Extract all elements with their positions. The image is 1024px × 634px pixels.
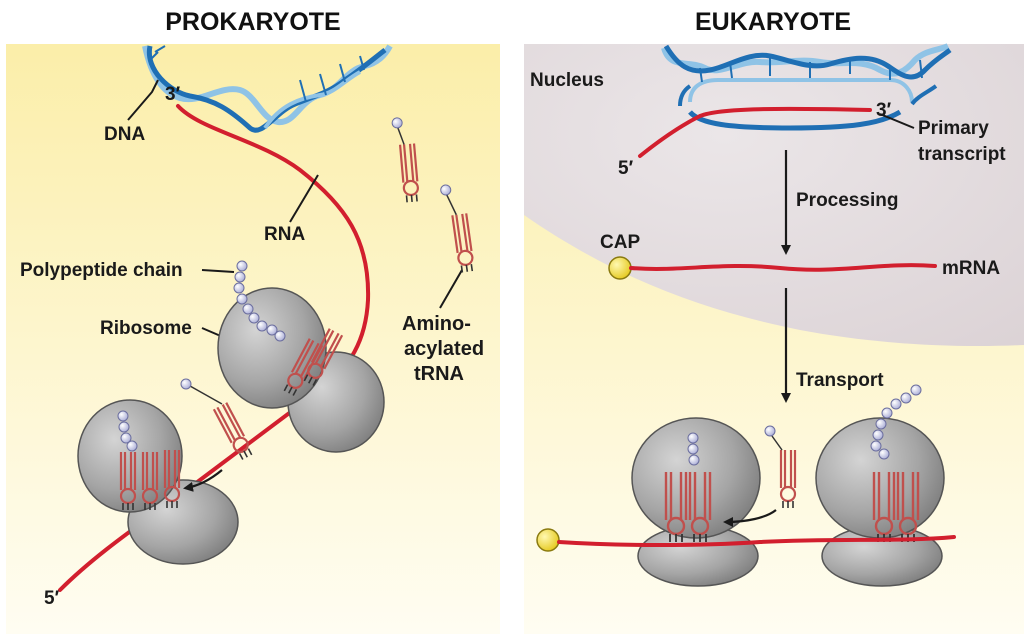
incoming-trna <box>764 425 797 510</box>
ribosome <box>631 417 761 587</box>
cap-circle <box>536 528 560 552</box>
processing-label: Processing <box>796 190 898 211</box>
prokaryote-rna-label: RNA <box>264 224 305 245</box>
amino-label-line3: tRNA <box>414 363 464 385</box>
trna-entry-arrow <box>723 509 777 527</box>
amino-label-line1: Amino- <box>402 313 471 335</box>
transport-label: Transport <box>796 370 884 391</box>
prokaryote-five-prime: 5′ <box>44 588 60 609</box>
primary-transcript-label-2: transcript <box>918 144 1006 165</box>
prokaryote-panel: PROKARYOTE DNA 3′ RNA Polypeptide chain … <box>6 8 500 634</box>
free-trna <box>391 117 421 204</box>
primary-transcript-leader <box>879 113 915 129</box>
primary-transcript-label-1: Primary <box>918 118 989 139</box>
eukaryote-panel: EUKARYOTE Nucleus 3′ Primary transcript … <box>524 8 1024 634</box>
trna-entry-arrow <box>183 469 223 492</box>
ribosome-label: Ribosome <box>100 318 192 339</box>
primary-transcript-strand <box>638 106 872 158</box>
eukaryote-five-prime: 5′ <box>618 158 634 179</box>
eukaryote-dna-helix <box>661 43 952 131</box>
polypeptide-chain <box>233 260 286 342</box>
eukaryote-title: EUKARYOTE <box>695 8 851 36</box>
prokaryote-rna-leader <box>289 174 319 223</box>
polypeptide-leader <box>201 269 235 273</box>
eukaryote-three-prime: 3′ <box>876 100 892 121</box>
prokaryote-dna-label: DNA <box>104 124 145 145</box>
cap-circle <box>608 256 632 280</box>
cap-label: CAP <box>600 232 640 253</box>
mrna-strand <box>629 263 937 272</box>
cytoplasmic-mrna-strand <box>557 535 956 547</box>
prokaryote-dna-leader <box>127 79 159 121</box>
prokaryote-dna-helix <box>142 44 393 133</box>
prokaryote-title: PROKARYOTE <box>165 8 340 36</box>
ribosome <box>217 260 385 453</box>
amino-label-line2: acylated <box>404 338 484 360</box>
polypeptide-chain <box>117 410 138 452</box>
ribosome <box>77 378 255 565</box>
mrna-label: mRNA <box>942 258 1000 279</box>
free-trna <box>440 184 476 274</box>
amino-leader <box>439 269 463 309</box>
polypeptide-label: Polypeptide chain <box>20 260 183 281</box>
prokaryote-three-prime: 3′ <box>165 84 181 105</box>
nucleus-label: Nucleus <box>530 70 604 91</box>
